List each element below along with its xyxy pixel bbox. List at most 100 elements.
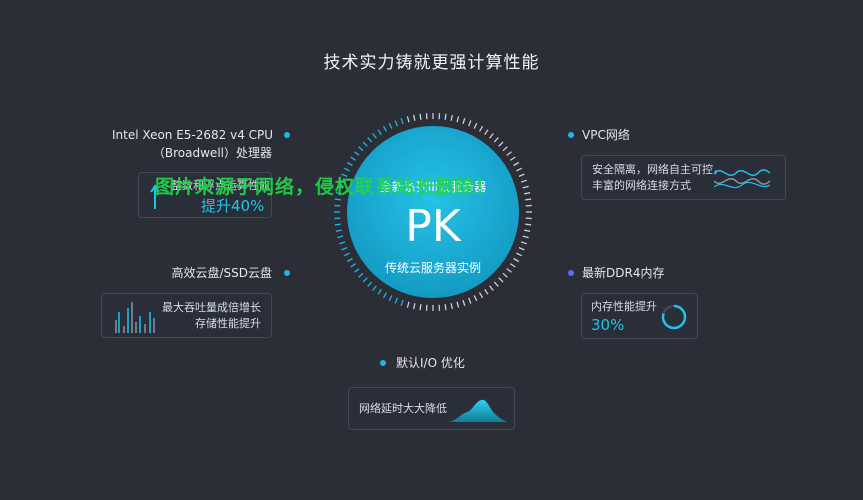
vpc-dot [568, 132, 574, 138]
ring-tick [406, 301, 410, 308]
ring-tick [520, 179, 527, 183]
ring-tick [509, 156, 516, 161]
ring-tick [506, 268, 512, 273]
ring-tick [518, 173, 525, 178]
ring-tick [502, 146, 508, 152]
disk-card-line2: 存储性能提升 [195, 317, 261, 330]
ddr4-label: 最新DDR4内存 [582, 266, 665, 280]
ring-tick [350, 156, 357, 161]
ddr4-card: 内存性能提升 30% [581, 293, 698, 339]
ring-tick [413, 114, 416, 121]
ring-tick [358, 272, 364, 278]
ring-tick [524, 229, 531, 232]
ring-tick [450, 303, 453, 310]
ring-tick [484, 288, 489, 295]
ring-tick [413, 303, 416, 310]
cpu-label: Intel Xeon E5-2682 v4 CPU （Broadwell）处理器 [112, 126, 274, 162]
cpu-label-line2: （Broadwell）处理器 [152, 146, 272, 160]
progress-ring-icon [661, 304, 687, 330]
cpu-dot [284, 132, 290, 138]
io-card-text: 网络延时大大降低 [359, 402, 447, 415]
ring-tick [419, 113, 422, 120]
ring-tick [394, 120, 399, 127]
ring-tick [493, 281, 499, 287]
ring-tick [493, 137, 499, 143]
ring-tick [506, 151, 512, 156]
ring-tick [334, 198, 341, 201]
ring-tick [382, 292, 388, 299]
vpc-card-line1: 安全隔离，网络自主可控， [592, 163, 724, 176]
ring-tick [367, 137, 373, 143]
ring-tick [462, 299, 466, 306]
center-ring-graphic [334, 113, 532, 311]
ring-tick [337, 235, 344, 239]
vpc-card-line2: 丰富的网络连接方式 [592, 179, 691, 192]
ring-tick [513, 161, 520, 167]
ring-tick [388, 295, 393, 302]
cpu-card: 整数和浮点运算性能 提升40% [138, 172, 272, 218]
ring-tick [478, 125, 484, 132]
ring-tick [502, 272, 508, 278]
ddr4-card-text: 内存性能提升 [591, 300, 657, 313]
ring-tick [489, 133, 494, 139]
network-wave-icon [714, 169, 770, 189]
ring-tick [525, 198, 532, 201]
ring-tick [473, 122, 478, 129]
ring-tick [509, 263, 516, 268]
ring-tick [362, 141, 368, 147]
ring-tick [467, 297, 472, 304]
ring-tick [456, 301, 460, 308]
ring-tick [335, 192, 342, 195]
ring-tick [358, 146, 364, 152]
ring-tick [520, 241, 527, 245]
ring-tick [367, 281, 373, 287]
ring-tick [419, 304, 422, 311]
ring-tick [473, 295, 478, 302]
ring-tick [382, 125, 388, 132]
center-circle [347, 126, 519, 298]
io-dot [380, 360, 386, 366]
ring-tick [372, 285, 377, 291]
ring-tick [346, 161, 353, 167]
ring-tick [498, 141, 504, 147]
ring-tick [462, 118, 466, 125]
ring-tick [350, 263, 357, 268]
ring-tick [478, 292, 484, 299]
ring-tick [343, 167, 350, 172]
latency-area-icon [449, 399, 507, 422]
ring-tick [362, 277, 368, 283]
ring-tick [518, 246, 525, 251]
ring-tick [346, 257, 353, 263]
cpu-label-line1: Intel Xeon E5-2682 v4 CPU [112, 128, 274, 142]
ring-tick [341, 173, 348, 178]
ring-tick [522, 185, 529, 189]
ring-tick [444, 304, 447, 311]
ring-tick [498, 277, 504, 283]
ring-tick [354, 268, 360, 273]
ring-tick [525, 223, 532, 226]
ring-tick [377, 288, 382, 295]
ring-tick [341, 246, 348, 251]
ring-tick [388, 122, 393, 129]
center-bottom-text: 传统云服务器实例 [384, 261, 481, 275]
ring-tick [484, 129, 489, 136]
ring-tick [334, 223, 341, 226]
center-top-text: 全新系列III云服务器 [379, 180, 487, 194]
cpu-card-text: 整数和浮点运算性能 [171, 179, 270, 192]
ring-tick [406, 116, 410, 123]
cpu-card-value: 提升40% [201, 197, 265, 215]
ring-tick [372, 133, 377, 139]
ring-tick [522, 235, 529, 239]
ddr4-dot [568, 270, 574, 276]
center-main-text: PK [405, 201, 461, 252]
ring-tick [450, 114, 453, 121]
disk-dot [284, 270, 290, 276]
ring-tick [456, 116, 460, 123]
disk-label: 高效云盘/SSD云盘 [171, 266, 272, 280]
ring-tick [516, 252, 523, 257]
watermark-text: 图片来源于网络，侵权联系站长删除！ [155, 176, 496, 198]
ring-tick [489, 285, 494, 291]
ring-tick [400, 299, 404, 306]
ring-tick [513, 257, 520, 263]
ring-tick [343, 252, 350, 257]
